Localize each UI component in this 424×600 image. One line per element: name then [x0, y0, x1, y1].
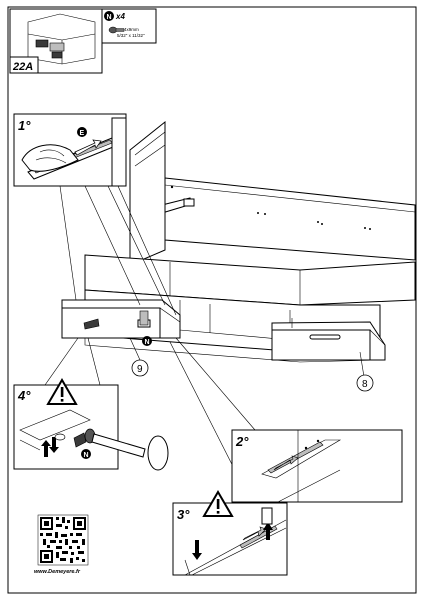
svg-text:E: E — [80, 130, 85, 137]
substep-3-label: 3° — [177, 507, 190, 522]
detail-1: 1° E — [13, 113, 127, 187]
screw-icon — [108, 26, 125, 34]
screw-callout-n-a — [142, 336, 152, 346]
drawer-9: N 9 — [61, 299, 181, 377]
screwdriver-icon: N — [73, 428, 169, 471]
svg-text:N: N — [84, 452, 89, 459]
detail-3: 3° — [172, 490, 288, 576]
detail-4: 4° — [13, 378, 119, 470]
screw-callout-n-b — [81, 449, 91, 459]
svg-text:9: 9 — [137, 364, 143, 375]
hardware-box: N x4 4x9mm 5/32" x 11/32" — [101, 8, 157, 44]
svg-text:x4: x4 — [115, 12, 125, 21]
qr-code — [37, 514, 89, 566]
warning-triangle-icon — [46, 378, 78, 405]
step-number: 22A — [12, 61, 33, 73]
bed-frame — [84, 120, 416, 363]
substep-4-label: 4° — [17, 388, 31, 403]
svg-text:5/32" x 11/32": 5/32" x 11/32" — [117, 33, 145, 38]
part-callout-9 — [131, 359, 149, 377]
substep-2-label: 2° — [235, 434, 249, 449]
svg-text:8: 8 — [362, 379, 368, 390]
page-frame — [7, 6, 417, 594]
step-thumbnail: 22A — [9, 8, 103, 74]
svg-text:N: N — [145, 339, 150, 346]
substep-1-label: 1° — [18, 118, 31, 133]
website-url: www.Demeyere.fr — [34, 569, 81, 575]
runner-callout-e — [77, 127, 87, 137]
part-callout-8 — [356, 374, 374, 392]
svg-text:N: N — [107, 14, 112, 21]
hardware-code-badge — [104, 11, 114, 21]
detail-2: 2° — [231, 429, 403, 503]
drawer-8: 8 — [271, 318, 386, 392]
warning-triangle-icon — [202, 490, 234, 517]
svg-text:4x9mm: 4x9mm — [124, 27, 139, 32]
